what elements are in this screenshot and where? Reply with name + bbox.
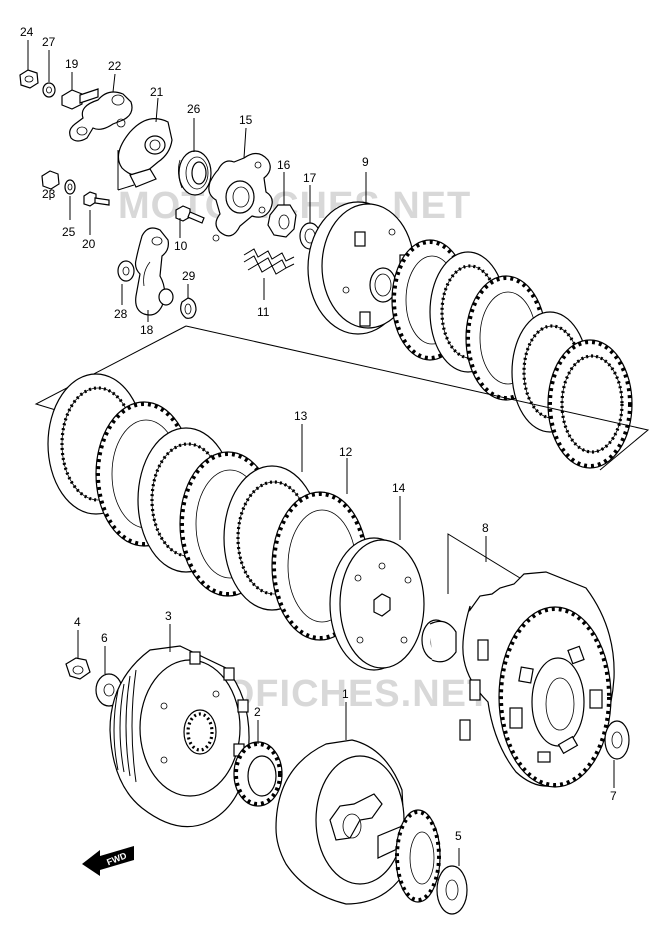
part-9-pressure-plate: [307, 201, 415, 335]
callout-12: 12: [339, 445, 353, 459]
part-21-cam: [117, 118, 173, 188]
part-14-clutch-disc: [329, 537, 425, 671]
part-5-washer: [436, 865, 468, 915]
callout-6: 6: [101, 631, 108, 645]
part-3-clutch-carrier: [109, 645, 250, 828]
callout-5: 5: [455, 829, 462, 843]
part-26-bearing: [178, 150, 212, 196]
callout-15: 15: [239, 113, 253, 127]
callout-11: 11: [257, 305, 270, 319]
callout-8: 8: [482, 521, 489, 535]
part-29-circlip: [180, 297, 197, 319]
callout-13: 13: [294, 409, 308, 423]
part-28-washer: [117, 260, 135, 282]
callout-3: 3: [165, 609, 172, 623]
part-7-washer: [604, 720, 630, 760]
part-24-nut: [19, 69, 39, 89]
part-23-nut: [41, 170, 60, 190]
fwd-arrow-icon: FWD: [82, 846, 134, 876]
part-10-bolt: [175, 205, 205, 224]
part-2-one-way-clutch: [233, 741, 283, 807]
part-22-release-arm: [69, 91, 133, 142]
part-25-washer: [64, 179, 76, 195]
part-11-springs: [243, 248, 295, 275]
part-4-nut: [65, 657, 91, 680]
part-15-lifter-plate: [208, 152, 273, 242]
upper-friction-plate-c: [547, 339, 633, 469]
part-20-bolt: [83, 191, 110, 207]
callout-9: 9: [362, 155, 369, 169]
housing-bush: [421, 619, 457, 663]
part-18-release-lever: [134, 227, 174, 316]
callout-29: 29: [182, 269, 196, 283]
callout-26: 26: [187, 102, 201, 116]
callout-21: 21: [150, 85, 164, 99]
callout-22: 22: [108, 59, 122, 73]
callout-28: 28: [114, 307, 128, 321]
callout-7: 7: [610, 789, 617, 803]
callout-20: 20: [82, 237, 96, 251]
callout-4: 4: [74, 615, 81, 629]
callout-16: 16: [277, 158, 291, 172]
callout-27: 27: [42, 35, 56, 49]
callout-17: 17: [303, 171, 317, 185]
part-16-nut: [267, 204, 297, 238]
callout-24: 24: [20, 25, 34, 39]
part-27-washer: [42, 82, 56, 98]
callout-2: 2: [254, 705, 261, 719]
callout-18: 18: [140, 323, 154, 337]
callout-1: 1: [342, 687, 349, 701]
callout-10: 10: [174, 239, 188, 253]
callout-14: 14: [392, 481, 406, 495]
callout-19: 19: [65, 57, 79, 71]
callout-23: 23: [42, 187, 56, 201]
callout-25: 25: [62, 225, 76, 239]
part-8-clutch-housing: [459, 571, 615, 788]
part-1-clutch-drum: [275, 739, 441, 905]
housing-bracket: [447, 533, 521, 594]
